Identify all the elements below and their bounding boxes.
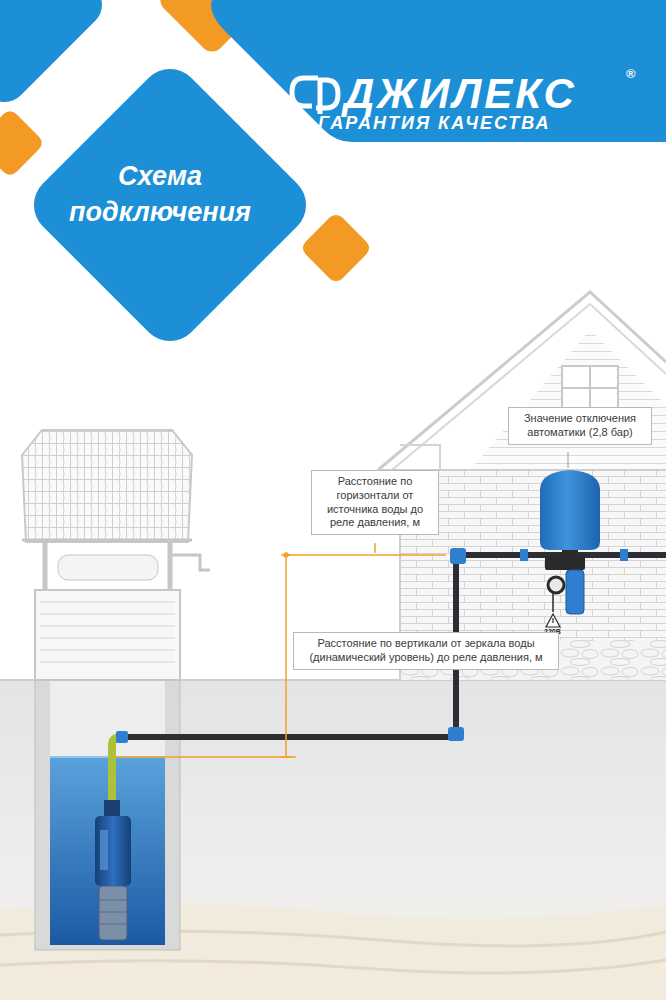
- dimension-lines: [116, 452, 568, 757]
- callout-text: Расстояние по вертикали от зеркала воды …: [300, 637, 552, 665]
- well: [22, 430, 210, 950]
- callout-text: Значение отключения автоматики (2,8 бар): [515, 412, 645, 440]
- callout-box: Расстояние по горизонтали от источника в…: [311, 470, 439, 535]
- callout-box: Расстояние по вертикали от зеркала воды …: [293, 632, 559, 670]
- callout-box: Значение отключения автоматики (2,8 бар): [508, 407, 652, 445]
- hydroaccumulator: [540, 470, 600, 627]
- header-decor: [0, 0, 666, 353]
- registered-mark: ®: [626, 66, 636, 81]
- ground: [0, 680, 666, 1000]
- water-pipe: [116, 548, 666, 743]
- brand-name: ДЖИЛЕКС: [344, 70, 577, 118]
- brand-slogan: ГАРАНТИЯ КАЧЕСТВА: [318, 113, 551, 134]
- title: Схема подключения: [60, 158, 260, 231]
- submersible-pump: [95, 737, 131, 940]
- well-water: [50, 757, 165, 945]
- callout-text: Расстояние по горизонтали от источника в…: [318, 475, 432, 530]
- logo-icon: [292, 78, 338, 114]
